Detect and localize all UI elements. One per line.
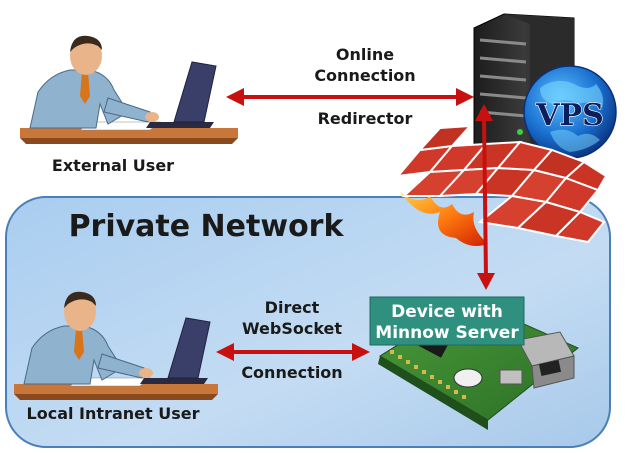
private-network-title: Private Network bbox=[69, 209, 345, 244]
online-connection-label-line2: Connection bbox=[314, 66, 415, 85]
redirector-label: Redirector bbox=[318, 109, 413, 128]
external-user-label: External User bbox=[52, 156, 174, 175]
device-label-line1: Device with bbox=[391, 302, 503, 322]
device-label-line2: Minnow Server bbox=[375, 323, 519, 343]
online-connection-arrow bbox=[226, 88, 474, 106]
external-user-figure bbox=[20, 35, 238, 144]
direct-label: Direct bbox=[265, 298, 320, 317]
direct-websocket-arrow bbox=[216, 343, 370, 361]
connection-label: Connection bbox=[241, 363, 342, 382]
online-connection-label-line1: Online bbox=[336, 45, 394, 64]
device-badge bbox=[369, 296, 525, 346]
local-user-label: Local Intranet User bbox=[27, 404, 200, 423]
local-user-figure bbox=[14, 291, 218, 400]
vps-badge-label: VPS bbox=[535, 98, 604, 133]
websocket-label: WebSocket bbox=[242, 319, 342, 338]
vps-globe-icon bbox=[523, 65, 617, 159]
redirector-link-arrow bbox=[475, 104, 495, 290]
